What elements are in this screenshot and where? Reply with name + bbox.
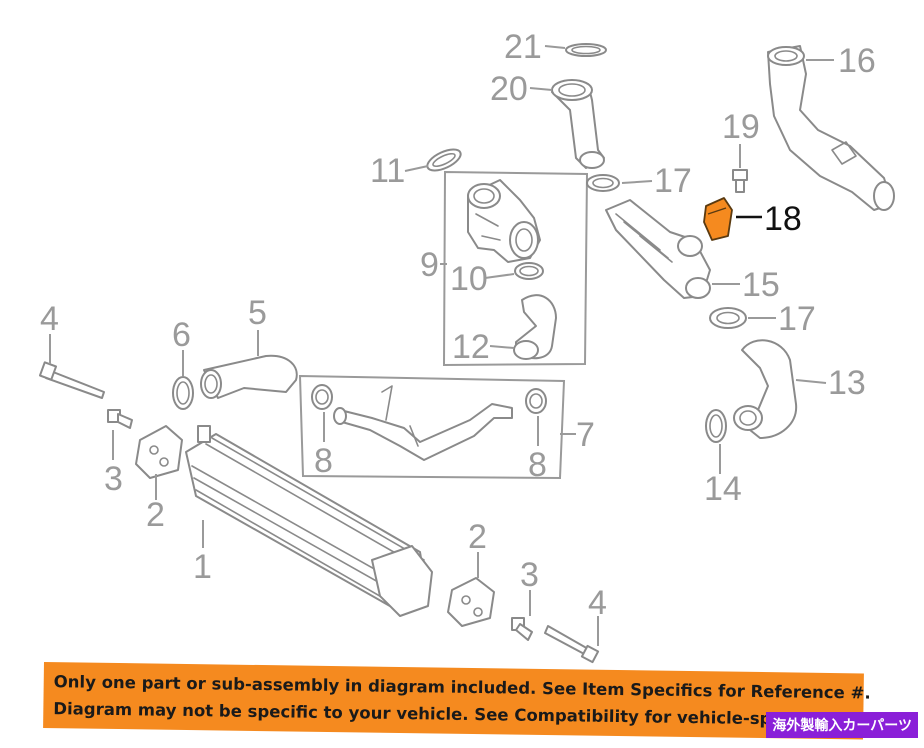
import-parts-badge: 海外製輸入カーパーツ — [766, 712, 918, 738]
callout-15: 15 — [742, 266, 780, 304]
callout-2-right: 2 — [468, 518, 487, 556]
part-4-bolt-left — [38, 361, 105, 399]
callout-5: 5 — [248, 294, 267, 332]
callout-8-right: 8 — [528, 446, 547, 484]
part-17-clamp-lower — [709, 307, 747, 329]
part-5-hose — [200, 354, 298, 399]
part-2-bracket-right — [447, 577, 495, 627]
callout-19: 19 — [722, 108, 760, 146]
group-box-9 — [442, 170, 589, 367]
part-3-stud-left — [107, 409, 133, 429]
callout-12: 12 — [452, 328, 490, 366]
part-21-gasket — [565, 43, 607, 57]
part-19-bolt — [732, 169, 748, 193]
callout-4-left: 4 — [40, 300, 59, 338]
disclaimer-banner: Only one part or sub-assembly in diagram… — [43, 662, 871, 740]
part-9-throttle-housing — [467, 179, 541, 263]
callout-18: 18 — [764, 200, 802, 238]
callout-13: 13 — [828, 364, 866, 402]
part-2-bracket-left — [135, 425, 183, 479]
callout-3-right: 3 — [520, 556, 539, 594]
part-12-hose — [513, 294, 557, 360]
part-13-hose — [733, 339, 798, 439]
part-8-clamp-right — [525, 388, 547, 414]
part-8-clamp-left — [311, 384, 333, 410]
part-7-pipe — [333, 385, 513, 461]
part-17-clamp-upper — [586, 174, 620, 192]
part-14-gasket — [705, 409, 727, 443]
callout-17-lower: 17 — [778, 300, 816, 338]
part-3-stud-right — [511, 617, 533, 641]
part-1-intercooler — [185, 425, 433, 617]
part-15-charge-pipe — [605, 199, 711, 299]
callout-21: 21 — [504, 28, 542, 66]
callout-6: 6 — [172, 316, 191, 354]
callout-1: 1 — [193, 548, 212, 586]
part-4-bolt-right — [544, 625, 600, 664]
callout-9: 9 — [420, 246, 439, 284]
callout-10: 10 — [450, 260, 488, 298]
callout-8-left: 8 — [314, 442, 333, 480]
callout-7: 7 — [576, 416, 595, 454]
leader-lines — [49, 45, 834, 646]
callout-16: 16 — [838, 42, 876, 80]
callout-2-left: 2 — [146, 496, 165, 534]
part-20-inlet-pipe — [551, 79, 605, 169]
part-18-elbow-highlighted — [703, 197, 733, 241]
callout-4-right: 4 — [588, 584, 607, 622]
part-10-clamp — [514, 262, 544, 280]
group-box-7 — [298, 374, 566, 480]
callout-20: 20 — [490, 70, 528, 108]
part-11-gasket — [426, 148, 462, 172]
callout-3-left: 3 — [104, 460, 123, 498]
part-6-gasket — [172, 376, 194, 410]
callout-17-upper: 17 — [654, 162, 692, 200]
callout-11: 11 — [370, 152, 405, 190]
callout-14: 14 — [704, 470, 742, 508]
part-16-outlet-pipe — [767, 45, 895, 211]
